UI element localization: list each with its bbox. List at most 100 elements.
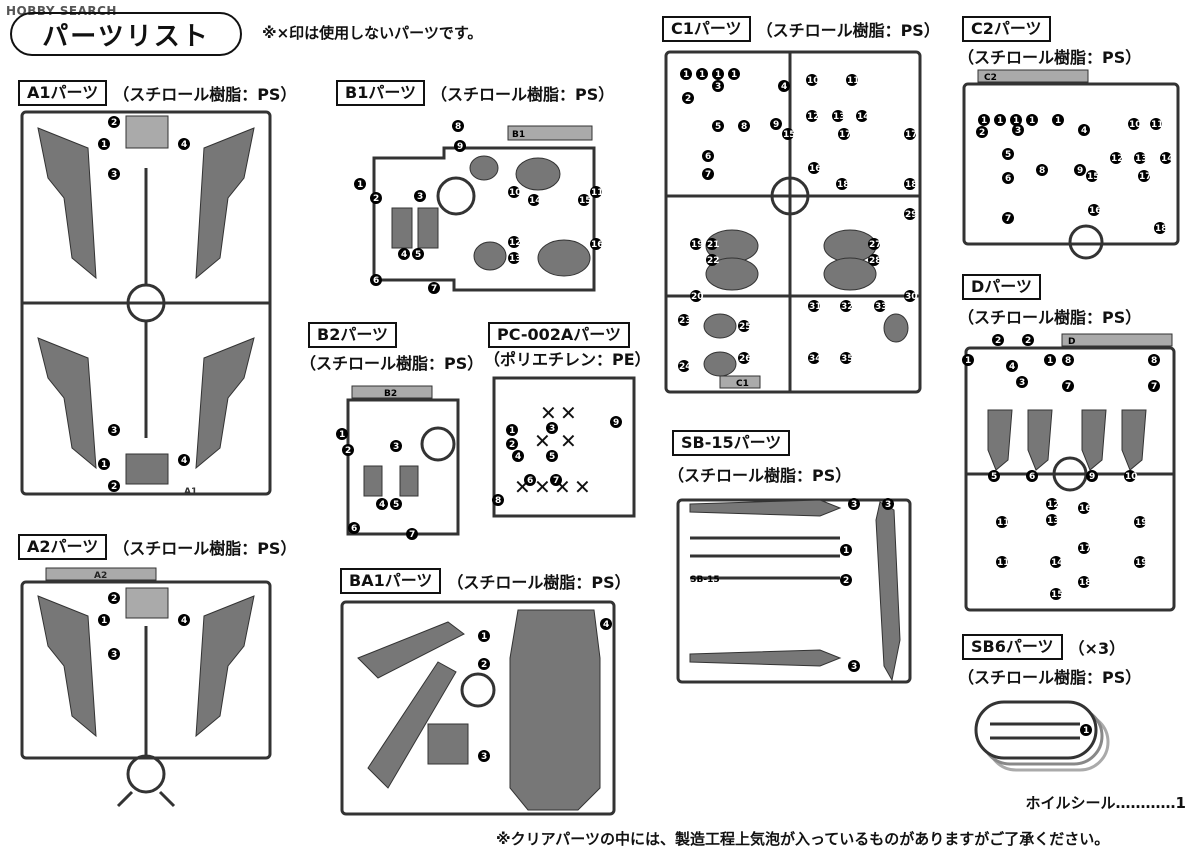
section-header-sb15: SB-15パーツ bbox=[672, 430, 791, 456]
section-label-c2: C2パーツ bbox=[962, 16, 1051, 42]
svg-text:28: 28 bbox=[869, 256, 882, 266]
svg-text:✕: ✕ bbox=[560, 429, 577, 453]
section-material-b1: （スチロール樹脂：PS） bbox=[431, 85, 615, 104]
svg-text:5: 5 bbox=[1005, 150, 1011, 160]
svg-text:1: 1 bbox=[699, 70, 705, 80]
sprue-c2: C2 1 1 1 1 1 2 3 4 5 6 7 8 9 10 11 12 13… bbox=[962, 69, 1180, 260]
svg-text:1: 1 bbox=[101, 140, 107, 150]
svg-text:13: 13 bbox=[509, 254, 522, 264]
svg-text:6: 6 bbox=[705, 152, 711, 162]
svg-text:1: 1 bbox=[997, 116, 1003, 126]
svg-text:3: 3 bbox=[417, 192, 423, 202]
svg-text:20: 20 bbox=[691, 292, 704, 302]
svg-text:1: 1 bbox=[715, 70, 721, 80]
section-material-a2: （スチロール樹脂：PS） bbox=[113, 539, 297, 558]
svg-text:✕: ✕ bbox=[560, 401, 577, 425]
svg-text:✕: ✕ bbox=[534, 475, 551, 499]
sprue-tag-a1: A1 bbox=[184, 487, 197, 497]
section-label-pc: PC-002Aパーツ bbox=[488, 322, 630, 348]
svg-text:11: 11 bbox=[997, 558, 1010, 568]
svg-text:15: 15 bbox=[1051, 590, 1064, 600]
svg-text:8: 8 bbox=[495, 496, 501, 506]
svg-text:9: 9 bbox=[457, 142, 463, 152]
svg-text:19: 19 bbox=[691, 240, 704, 250]
page-title: パーツリスト bbox=[10, 12, 242, 56]
svg-text:18: 18 bbox=[1079, 578, 1092, 588]
svg-text:2: 2 bbox=[373, 194, 379, 204]
svg-text:8: 8 bbox=[455, 122, 461, 132]
sprue-pc: ✕✕ ✕✕ ✕✕✕✕ 1 2 3 4 5 6 7 8 9 bbox=[492, 376, 636, 518]
svg-text:2: 2 bbox=[843, 576, 849, 586]
svg-text:30: 30 bbox=[905, 292, 918, 302]
svg-text:1: 1 bbox=[101, 616, 107, 626]
svg-text:13: 13 bbox=[1047, 516, 1060, 526]
section-material-b2: （スチロール樹脂：PS） bbox=[300, 354, 484, 373]
svg-text:2: 2 bbox=[685, 94, 691, 104]
svg-text:1: 1 bbox=[1055, 116, 1061, 126]
svg-text:1: 1 bbox=[1083, 726, 1089, 736]
svg-text:3: 3 bbox=[393, 442, 399, 452]
svg-text:7: 7 bbox=[431, 284, 437, 294]
svg-text:3: 3 bbox=[1019, 378, 1025, 388]
svg-text:10: 10 bbox=[1125, 472, 1138, 482]
svg-text:9: 9 bbox=[1089, 472, 1095, 482]
svg-text:15: 15 bbox=[579, 196, 592, 206]
svg-text:12: 12 bbox=[509, 238, 522, 248]
svg-text:✕: ✕ bbox=[534, 429, 551, 453]
svg-text:4: 4 bbox=[181, 140, 187, 150]
svg-text:11: 11 bbox=[997, 518, 1010, 528]
svg-text:15: 15 bbox=[1087, 172, 1100, 182]
svg-text:5: 5 bbox=[715, 122, 721, 132]
svg-text:2: 2 bbox=[509, 440, 515, 450]
svg-text:1: 1 bbox=[1029, 116, 1035, 126]
svg-text:7: 7 bbox=[409, 530, 415, 540]
svg-text:21: 21 bbox=[707, 240, 720, 250]
sprue-d: D 2 2 1 1 4 3 8 8 7 7 5 6 9 10 11 11 12 … bbox=[962, 333, 1176, 612]
svg-text:14: 14 bbox=[1051, 558, 1064, 568]
svg-text:15: 15 bbox=[783, 130, 796, 140]
svg-text:16: 16 bbox=[591, 240, 604, 250]
svg-text:5: 5 bbox=[415, 250, 421, 260]
unused-parts-note: ※×印は使用しないパーツです。 bbox=[262, 24, 483, 42]
svg-text:4: 4 bbox=[379, 500, 385, 510]
svg-text:4: 4 bbox=[401, 250, 407, 260]
section-header-b1: B1パーツ （スチロール樹脂：PS） bbox=[336, 80, 614, 106]
svg-text:7: 7 bbox=[1151, 382, 1157, 392]
svg-text:6: 6 bbox=[351, 524, 357, 534]
svg-text:8: 8 bbox=[1039, 166, 1045, 176]
svg-text:1: 1 bbox=[101, 460, 107, 470]
section-label-a1: A1パーツ bbox=[18, 80, 108, 106]
sprue-a2: A2 2 1 3 4 bbox=[20, 567, 272, 808]
section-label-sb15: SB-15パーツ bbox=[672, 430, 791, 456]
svg-text:2: 2 bbox=[481, 660, 487, 670]
section-header-ba1: BA1パーツ （スチロール樹脂：PS） bbox=[340, 568, 631, 594]
section-header-b2: B2パーツ bbox=[308, 322, 398, 348]
svg-text:3: 3 bbox=[111, 170, 117, 180]
section-header-a2: A2パーツ （スチロール樹脂：PS） bbox=[18, 534, 296, 560]
sprue-tag-a2: A2 bbox=[94, 571, 107, 581]
svg-text:7: 7 bbox=[553, 476, 559, 486]
section-label-c1: C1パーツ bbox=[662, 16, 751, 42]
svg-text:8: 8 bbox=[741, 122, 747, 132]
svg-text:12: 12 bbox=[1047, 500, 1060, 510]
svg-text:4: 4 bbox=[781, 82, 787, 92]
svg-text:2: 2 bbox=[111, 482, 117, 492]
sprue-sb6: 1 bbox=[974, 700, 1110, 772]
svg-text:25: 25 bbox=[739, 322, 752, 332]
svg-text:1: 1 bbox=[965, 356, 971, 366]
svg-text:11: 11 bbox=[1151, 120, 1164, 130]
svg-text:17: 17 bbox=[905, 130, 918, 140]
svg-text:3: 3 bbox=[851, 662, 857, 672]
svg-text:19: 19 bbox=[1135, 518, 1148, 528]
svg-text:6: 6 bbox=[373, 276, 379, 286]
part-numbers-a1: 2 1 3 4 3 1 2 4 bbox=[98, 116, 190, 492]
section-material-sb6: （スチロール樹脂：PS） bbox=[958, 668, 1142, 687]
svg-text:26: 26 bbox=[739, 354, 752, 364]
svg-text:18: 18 bbox=[905, 180, 918, 190]
svg-text:5: 5 bbox=[991, 472, 997, 482]
svg-text:18: 18 bbox=[837, 180, 850, 190]
section-label-sb6: SB6パーツ bbox=[962, 634, 1063, 660]
svg-text:8: 8 bbox=[1065, 356, 1071, 366]
section-label-b1: B1パーツ bbox=[336, 80, 426, 106]
svg-text:24: 24 bbox=[679, 362, 692, 372]
